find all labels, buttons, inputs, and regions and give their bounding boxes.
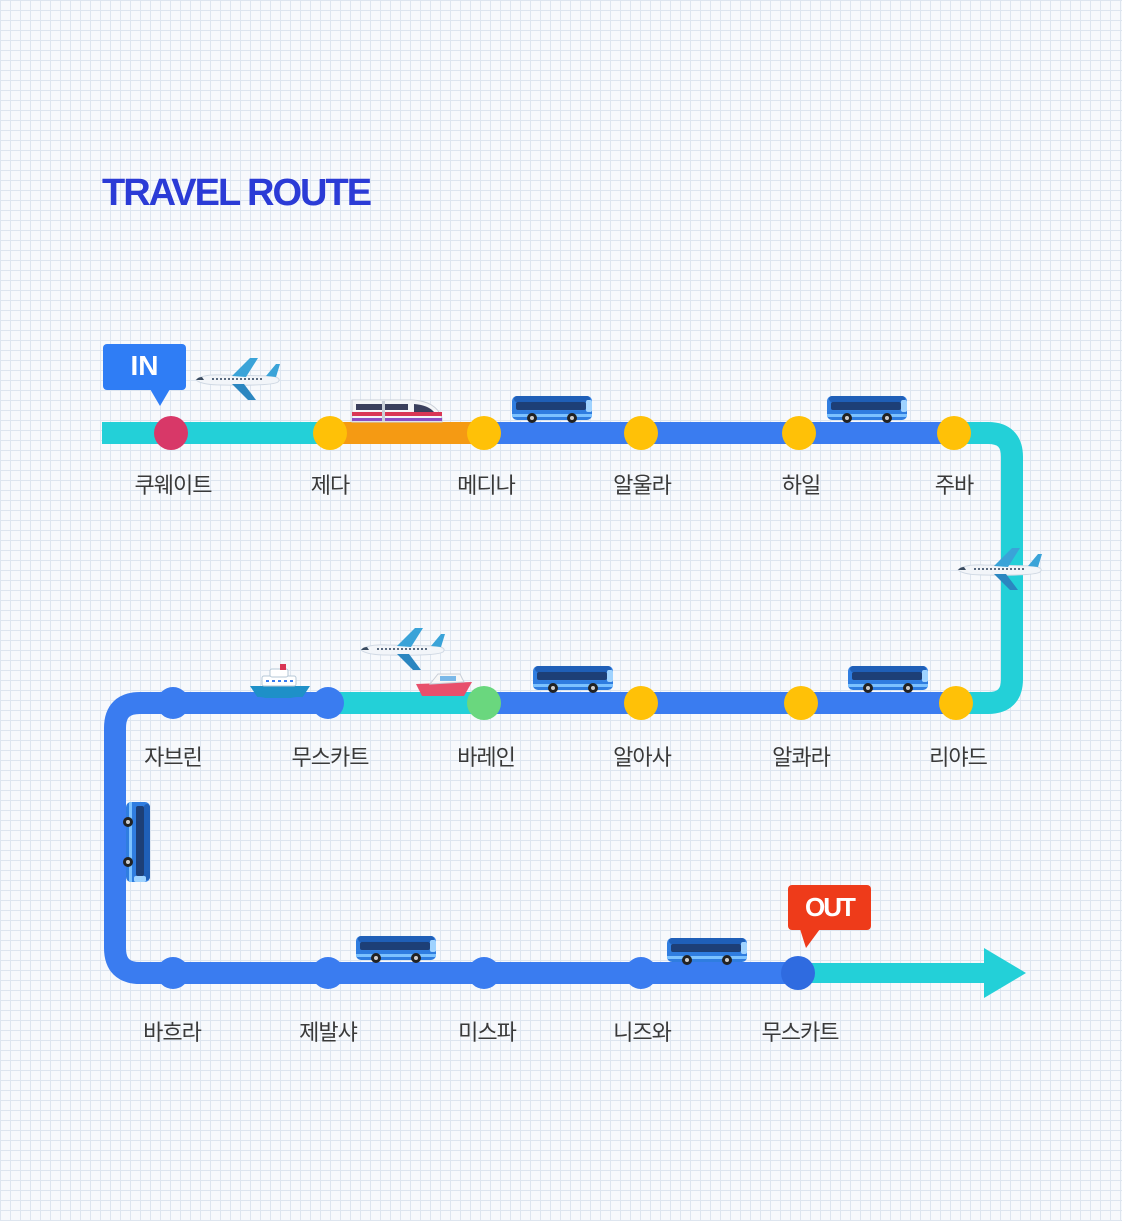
- station-label: 쿠웨이트: [134, 474, 213, 499]
- station-node[interactable]: [313, 416, 347, 450]
- station-node[interactable]: [154, 416, 188, 450]
- station-node[interactable]: [784, 686, 818, 720]
- station-node[interactable]: [312, 957, 344, 989]
- station-label: 바흐라: [143, 1021, 202, 1046]
- station-label: 무스카트: [291, 746, 370, 771]
- station-label: 메디나: [457, 474, 516, 499]
- station-label: 제다: [310, 474, 350, 499]
- station-node[interactable]: [937, 416, 971, 450]
- bus-icon: [667, 938, 747, 965]
- bus-icon: [827, 396, 907, 423]
- station-node[interactable]: [157, 957, 189, 989]
- station-label: 미스파: [458, 1021, 517, 1046]
- train-icon: [351, 399, 443, 423]
- boat-icon: [415, 673, 473, 697]
- station-label: 니즈와: [613, 1021, 672, 1046]
- station-node[interactable]: [625, 957, 657, 989]
- bus-icon: [848, 666, 928, 693]
- in-tag-label: IN: [130, 350, 159, 381]
- station-node[interactable]: [157, 687, 189, 719]
- route-segment: [104, 692, 798, 984]
- station-label: 알콰라: [772, 746, 831, 771]
- station-node[interactable]: [468, 957, 500, 989]
- station-node[interactable]: [467, 416, 501, 450]
- bus-icon: [123, 802, 150, 882]
- route-end-arrow: [984, 948, 1026, 998]
- airplane-icon: [360, 627, 446, 671]
- station-label: 알울라: [613, 474, 672, 499]
- station-label: 하일: [781, 474, 821, 499]
- in-tag: [103, 344, 186, 406]
- station-node[interactable]: [624, 686, 658, 720]
- out-tag: [788, 885, 871, 948]
- airplane-icon: [195, 357, 281, 401]
- station-label: 리야드: [929, 746, 988, 771]
- page-title: TRAVEL ROUTE: [102, 172, 372, 214]
- bus-icon: [356, 936, 436, 963]
- ship-icon: [247, 663, 313, 703]
- station-node[interactable]: [624, 416, 658, 450]
- station-label: 제발샤: [299, 1021, 358, 1046]
- station-node[interactable]: [467, 686, 501, 720]
- bus-icon: [512, 396, 592, 423]
- station-label: 알아사: [613, 746, 672, 771]
- station-label: 무스카트: [761, 1021, 840, 1046]
- bus-icon: [533, 666, 613, 693]
- station-label: 자브린: [144, 746, 203, 771]
- station-label: 주바: [934, 474, 974, 499]
- station-node[interactable]: [781, 956, 815, 990]
- station-label: 바레인: [457, 746, 516, 771]
- out-tag-label: OUT: [805, 892, 856, 922]
- station-node[interactable]: [312, 687, 344, 719]
- station-node[interactable]: [939, 686, 973, 720]
- station-node[interactable]: [782, 416, 816, 450]
- airplane-icon: [957, 547, 1043, 591]
